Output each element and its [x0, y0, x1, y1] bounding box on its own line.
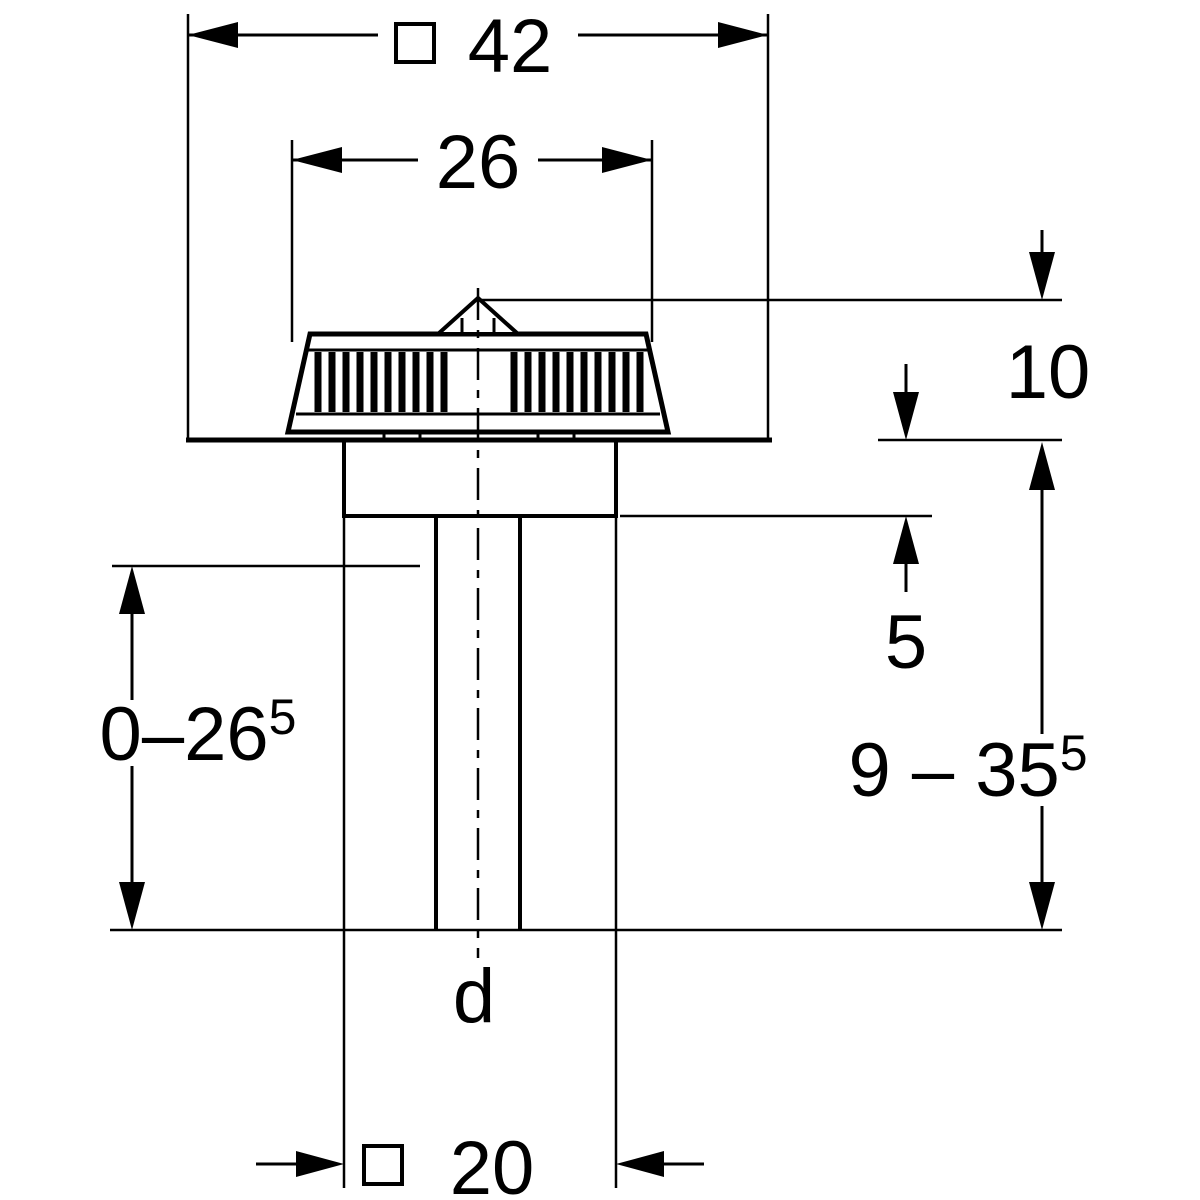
dim-strainer-height: 10	[893, 230, 1090, 440]
dim-label-9-35-main: 9 – 35	[848, 728, 1059, 813]
arrowhead-down	[119, 882, 145, 930]
dim-label-5: 5	[885, 600, 927, 685]
dim-label-10: 10	[1006, 330, 1091, 415]
dim-label-0-26: 0–265	[100, 689, 297, 777]
square-symbol	[362, 1144, 404, 1186]
arrowhead-left	[292, 147, 342, 173]
dim-label-42: 42	[468, 4, 553, 89]
dim-label-26: 26	[436, 120, 521, 205]
arrowhead-right-pointing	[296, 1151, 344, 1177]
dim-label-20: 20	[450, 1126, 535, 1200]
arrowhead-down	[1029, 882, 1055, 930]
dim-label-9-35: 9 – 355	[848, 725, 1087, 813]
arrowhead-up	[1029, 442, 1055, 490]
dim-body-width: 20	[256, 516, 704, 1200]
arrowhead-down-to-peak	[1029, 252, 1055, 300]
strainer-slats	[314, 352, 644, 412]
pipe-diameter-label: d	[453, 954, 495, 1039]
strainer-dome	[284, 295, 672, 442]
arrowhead-down-to-flange	[893, 392, 919, 440]
dim-depth-range: 9 – 355	[848, 442, 1088, 930]
dim-pipe-adjust-range: 0–265	[100, 564, 420, 930]
dim-strainer-width: 26	[290, 120, 654, 342]
dim-label-9-35-sup: 5	[1060, 725, 1088, 781]
arrowhead-up	[119, 566, 145, 614]
arrowhead-left	[188, 22, 238, 48]
dim-flange-width: 42	[186, 4, 770, 438]
square-symbol	[394, 22, 436, 64]
dim-label-0-26-main: 0–26	[100, 692, 269, 777]
arrowhead-right	[602, 147, 652, 173]
dim-label-0-26-sup: 5	[269, 689, 297, 745]
arrowhead-up-to-collar	[893, 516, 919, 564]
drain-body	[342, 442, 618, 930]
arrowhead-right	[718, 22, 768, 48]
arrowhead-left-pointing	[616, 1151, 664, 1177]
dim-collar-depth: 5	[885, 516, 927, 685]
